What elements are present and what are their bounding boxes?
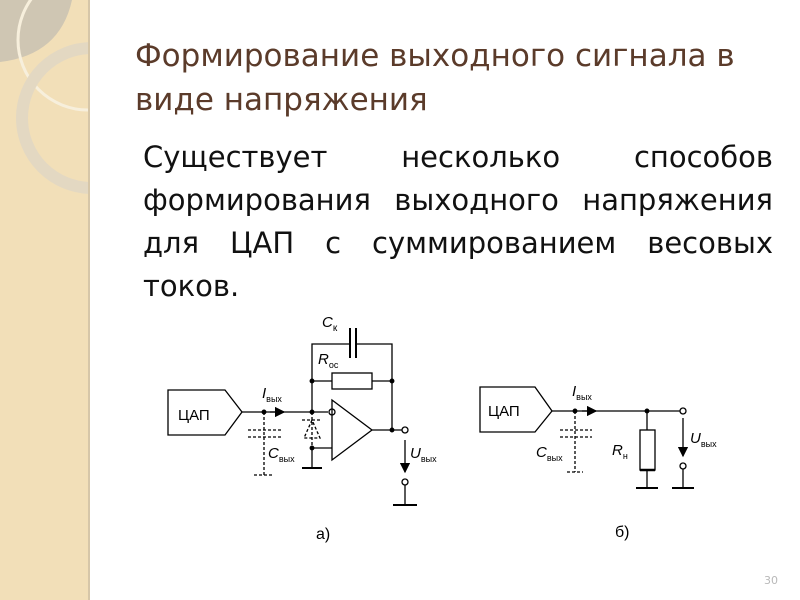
caption-b: б) xyxy=(615,524,630,541)
dac-label-a: ЦАП xyxy=(178,407,210,424)
decorative-circles xyxy=(0,0,88,194)
label-part: C xyxy=(536,444,547,461)
label-part: I xyxy=(262,385,266,402)
label-part: U xyxy=(690,430,701,447)
label-iout-a: Iвых xyxy=(262,385,282,404)
label-part: C xyxy=(322,314,333,331)
label-part: ос xyxy=(329,360,339,370)
dac-box xyxy=(167,389,243,436)
caption-a: а) xyxy=(316,526,330,543)
dac-box xyxy=(479,386,553,433)
label-part: вых xyxy=(547,453,563,463)
label-part: н xyxy=(623,451,628,461)
label-part: U xyxy=(410,445,421,462)
label-part: R xyxy=(318,351,329,368)
label-rn: Rн xyxy=(612,442,628,461)
decorative-sidebar xyxy=(0,0,90,600)
label-part: вых xyxy=(421,454,437,464)
op-amp xyxy=(331,398,374,462)
label-ck: Cк xyxy=(322,314,338,334)
label-uout-b: Uвых xyxy=(690,430,717,449)
label-roc: Rос xyxy=(318,351,339,370)
diagram-b xyxy=(479,386,694,489)
diagram-a xyxy=(167,328,417,506)
label-uout-a: Uвых xyxy=(410,445,437,464)
label-part: вых xyxy=(279,454,295,464)
label-cout-a: Cвых xyxy=(268,445,295,464)
label-part: R xyxy=(612,442,623,459)
resistor-roc xyxy=(331,372,373,390)
slide-title: Формирование выходного сигнала в виде на… xyxy=(135,38,735,118)
resistor-rn xyxy=(639,429,656,471)
label-cout-b: Cвых xyxy=(536,444,563,463)
page-number: 30 xyxy=(764,574,778,587)
dac-label-b: ЦАП xyxy=(488,403,520,420)
slide-body-text: Существует несколько способов формирован… xyxy=(143,140,773,303)
label-part: вых xyxy=(266,394,282,404)
label-iout-b: Iвых xyxy=(572,383,592,402)
label-part: I xyxy=(572,383,576,400)
label-part: к xyxy=(333,323,338,334)
label-part: вых xyxy=(701,439,717,449)
label-part: вых xyxy=(576,392,592,402)
label-part: C xyxy=(268,445,279,462)
